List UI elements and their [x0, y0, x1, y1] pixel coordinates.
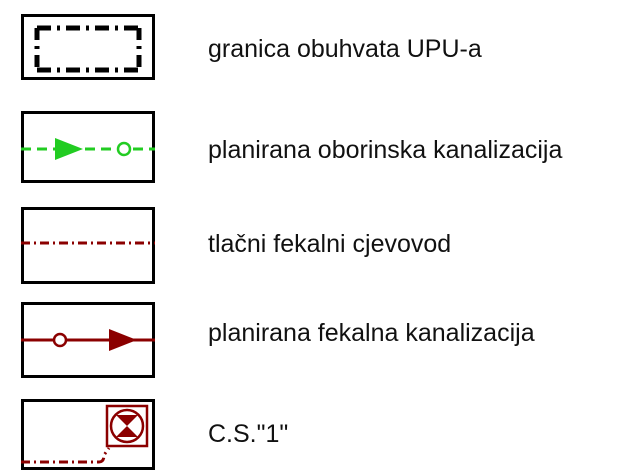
- pumping-station-symbol: [21, 399, 155, 470]
- pressure-sewage-pipeline-label: tlačni fekalni cjevovod: [208, 230, 452, 258]
- pressure-sewage-pipeline-symbol: [21, 207, 155, 284]
- scope-boundary-label: granica obuhvata UPU-a: [208, 35, 482, 63]
- planned-sewage-line-symbol: [21, 302, 155, 378]
- pumping-station-label: C.S."1": [208, 420, 289, 448]
- legend-item-pumping-station: C.S."1": [0, 399, 627, 470]
- planned-sewage-line-label: planirana fekalna kanalizacija: [208, 319, 535, 347]
- legend-item-planned-sewage-line: planirana fekalna kanalizacija: [0, 302, 627, 378]
- scope-boundary-symbol: [21, 14, 155, 80]
- planned-storm-sewer-label: planirana oborinska kanalizacija: [208, 136, 563, 164]
- legend-item-planned-storm-sewer: planirana oborinska kanalizacija: [0, 111, 627, 183]
- legend-item-scope-boundary: granica obuhvata UPU-a: [0, 14, 627, 80]
- pumping-station-icon: [105, 404, 149, 448]
- planned-storm-sewer-symbol: [21, 111, 155, 183]
- legend-item-pressure-sewage-pipeline: tlačni fekalni cjevovod: [0, 207, 627, 284]
